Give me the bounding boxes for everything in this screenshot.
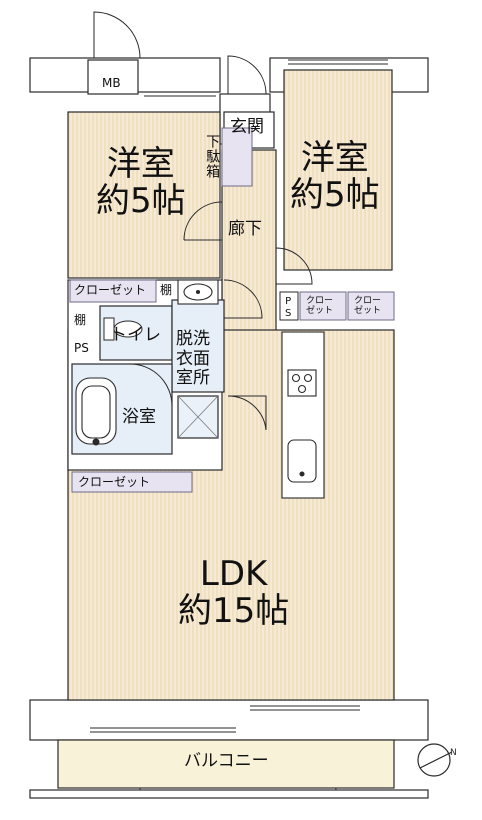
window-sashes: [90, 59, 388, 733]
closet-right-a-label: クロー ゼット: [306, 296, 334, 317]
balcony-label: バルコニー: [184, 751, 269, 771]
ps-right-label: P S: [285, 296, 292, 319]
balcony-area: [29, 739, 429, 799]
kitchen-sink-icon: [287, 439, 317, 483]
bathtub-icon: [75, 377, 117, 446]
ldk-label: LDK 約15帖: [178, 554, 290, 631]
closet-right-b-label: クロー ゼット: [354, 296, 382, 317]
shelf-top-label: 棚: [160, 283, 173, 297]
closet-bottom-label: クローゼット: [78, 475, 151, 489]
entrance-label: 玄関: [230, 117, 264, 137]
western-room-left-floor: [67, 111, 221, 279]
compass-north-icon: N: [417, 743, 457, 777]
western-room-right-label: 洋室 約5帖: [290, 138, 380, 215]
shoe-box-label: 下駄箱: [204, 134, 221, 179]
western-room-right-floor: [283, 69, 393, 271]
ps-toilet-label: PS: [74, 341, 89, 355]
kitchen-counter: [281, 331, 325, 499]
shelf-toilet-label: 棚: [74, 313, 87, 327]
bathroom-label: 浴室: [122, 407, 156, 427]
toilet-label: トイレ: [110, 325, 161, 345]
svg-text:N: N: [450, 748, 457, 758]
washroom: [171, 299, 225, 393]
stove-icon: [287, 369, 317, 397]
mb-label: MB: [102, 76, 121, 90]
closets: [69, 127, 395, 493]
closet-left-label: クローゼット: [74, 283, 147, 297]
hallway-label: 廊下: [228, 219, 262, 239]
sink-icon: [177, 279, 219, 305]
western-room-left-label: 洋室 約5帖: [96, 144, 186, 221]
wet-area: [67, 279, 225, 471]
washroom-label: 脱洗 衣面 室所: [176, 329, 210, 389]
door-swing-icon: [93, 11, 337, 791]
toilet-icon: [103, 317, 143, 341]
